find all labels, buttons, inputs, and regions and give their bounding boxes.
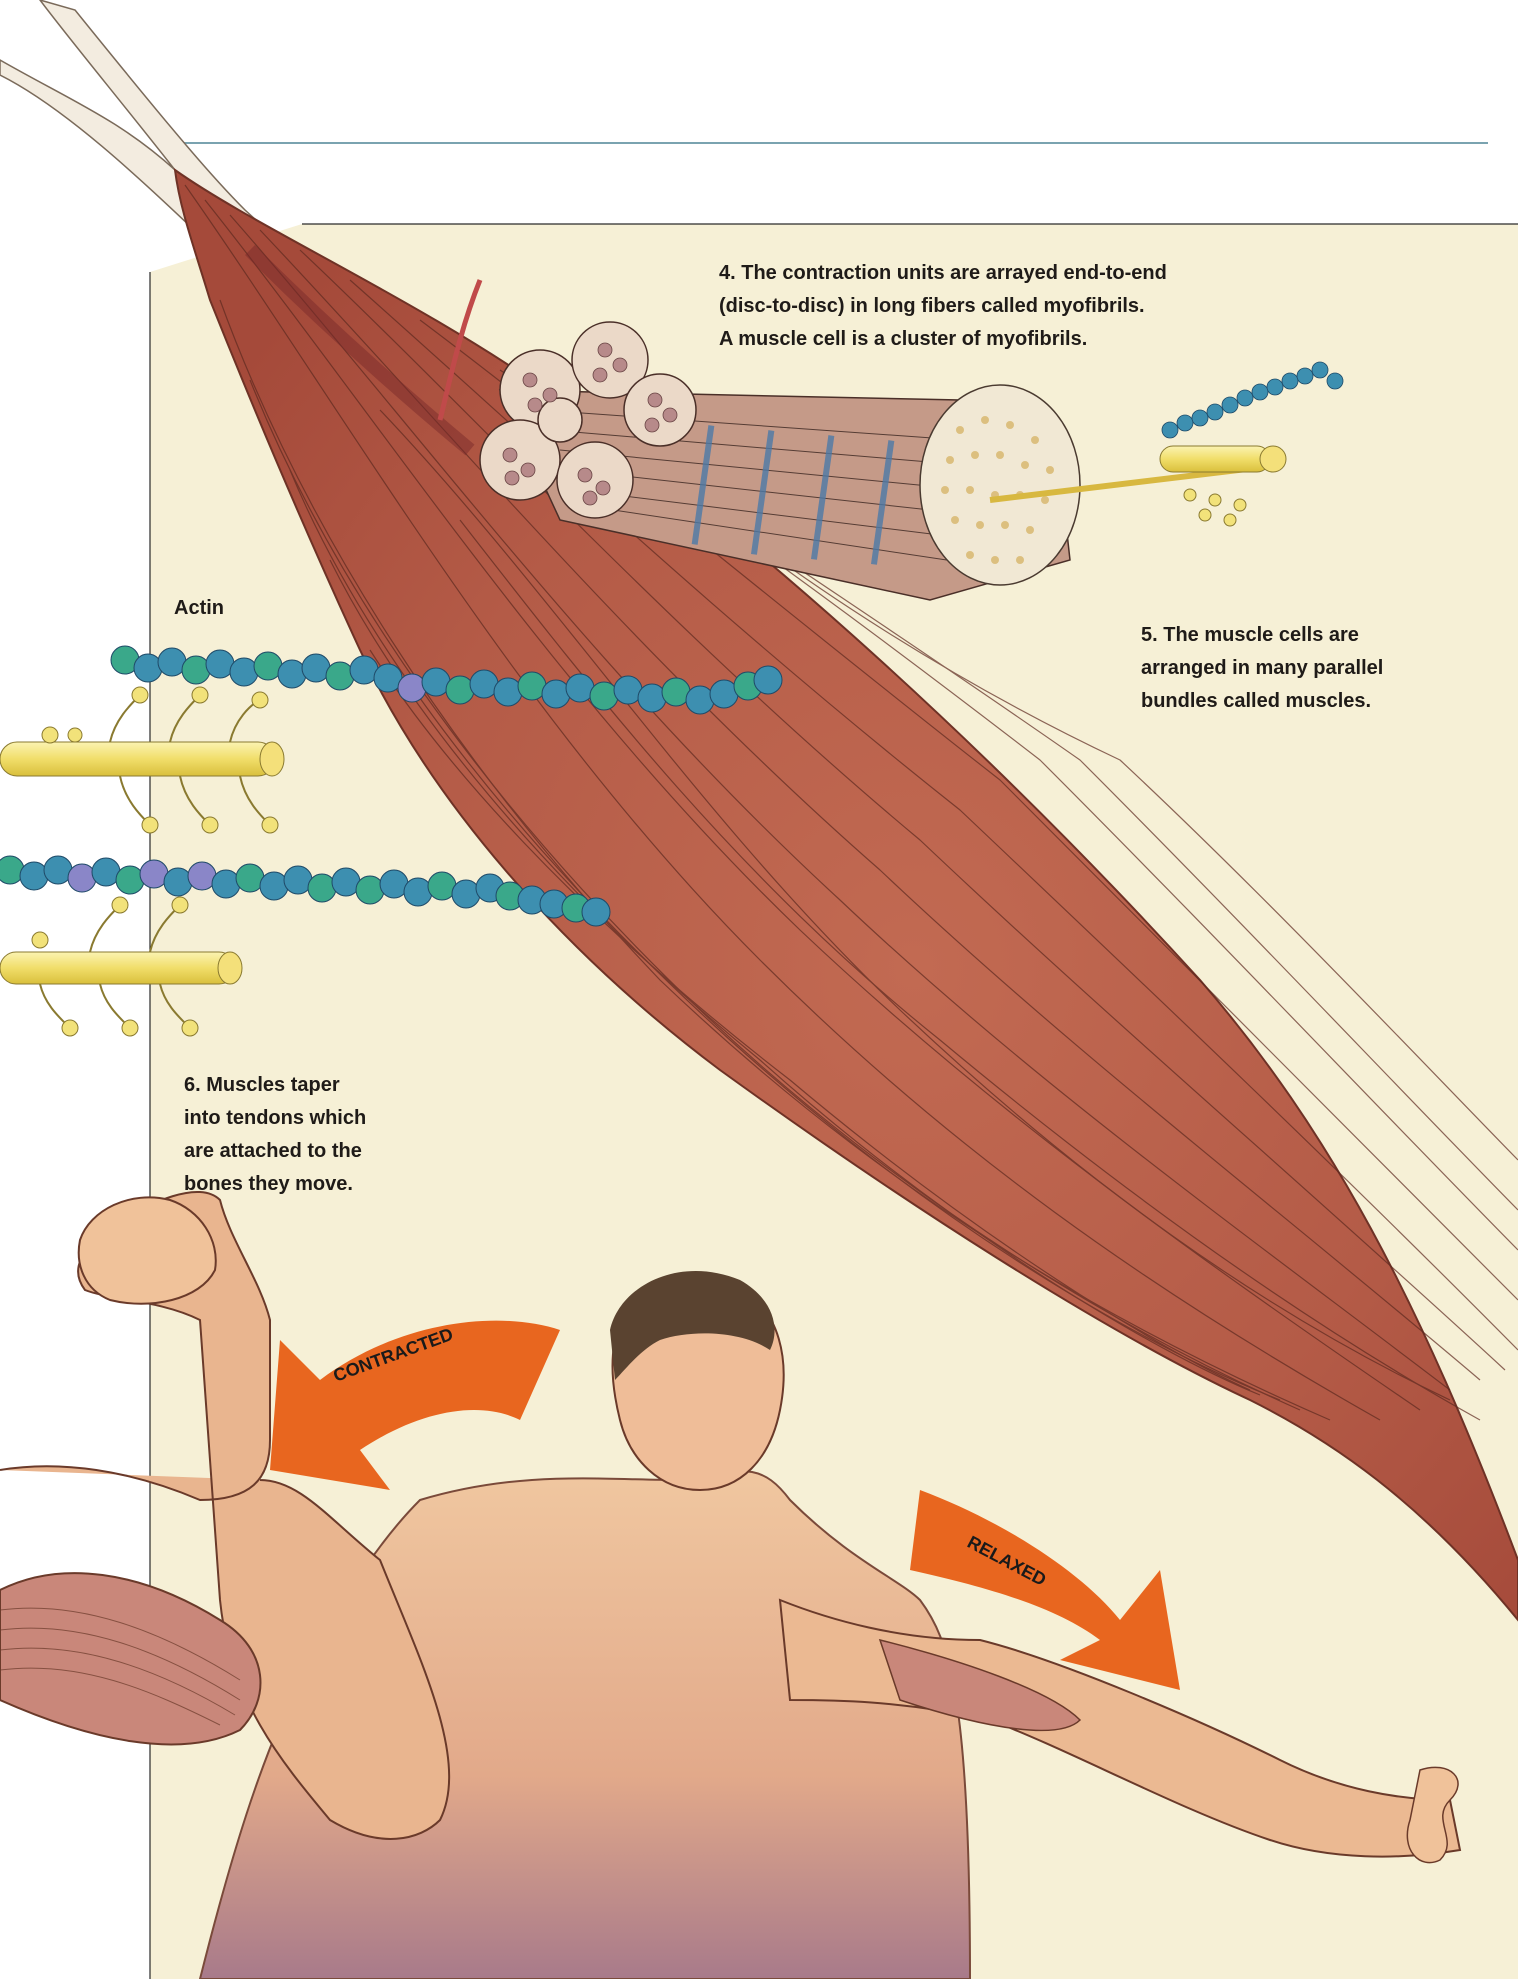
caption-step-6: 6. Muscles taper into tendons which are …: [184, 1069, 366, 1201]
cell-cross-section: [920, 385, 1080, 585]
caption-step-4: 4. The contraction units are arrayed end…: [719, 257, 1167, 356]
caption-step-5: 5. The muscle cells are arranged in many…: [1141, 619, 1383, 718]
actin-label: Actin: [174, 592, 224, 625]
